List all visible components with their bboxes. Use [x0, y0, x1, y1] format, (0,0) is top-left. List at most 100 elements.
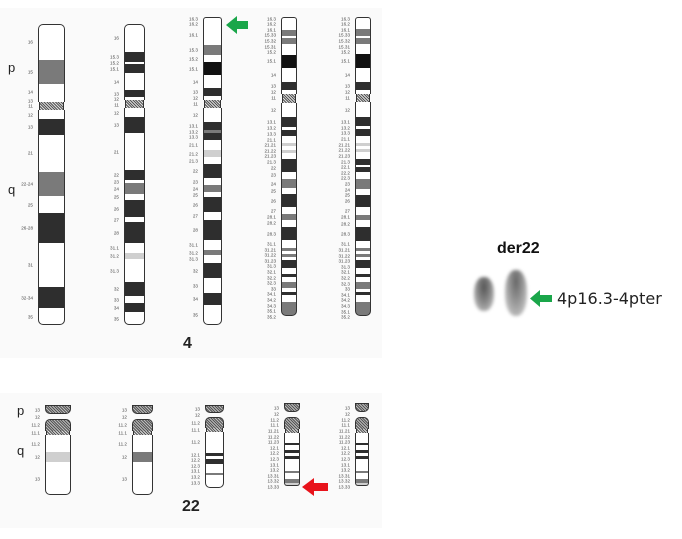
- chromosome-band: [355, 149, 371, 153]
- band-label: 14: [192, 79, 198, 84]
- band-label: 24: [192, 186, 198, 191]
- band-label: 21.1: [341, 136, 350, 142]
- band-label: 13.2: [191, 474, 200, 480]
- chromosome-band: [203, 263, 222, 278]
- band-label: 16.3: [189, 16, 198, 21]
- band-label: 34.3: [267, 303, 276, 309]
- band-label: 23: [344, 181, 350, 187]
- band-label: 31.3: [341, 264, 350, 270]
- chromosome-band: [355, 479, 369, 483]
- chromosome-band: [355, 29, 371, 36]
- chromosome-band: [132, 452, 153, 462]
- band-label: 34: [113, 305, 119, 310]
- chromosome-band: [355, 248, 371, 252]
- band-label: 13: [121, 476, 127, 481]
- chromosome-band: [355, 116, 371, 127]
- band-label: 11: [271, 95, 276, 101]
- chromosome-band: [38, 308, 65, 325]
- band-label: 12.3: [191, 463, 200, 469]
- band-label: 32.3: [341, 281, 350, 287]
- chromosome-band: [355, 179, 371, 189]
- chromosome-band: [281, 152, 297, 159]
- band-label: 21: [27, 150, 33, 156]
- band-label: 11: [114, 102, 119, 108]
- band-label: 31.1: [267, 241, 276, 247]
- band-label: 16.2: [189, 21, 198, 27]
- band-label: 15.2: [267, 49, 276, 55]
- band-label: 11.22: [338, 434, 350, 440]
- band-label: 13: [192, 89, 198, 95]
- chromosome-band: [281, 260, 297, 268]
- band-label: 15.3: [110, 54, 119, 60]
- chromosome-band: [355, 433, 369, 443]
- band-label: 26: [270, 198, 276, 204]
- chromosome-band: [356, 429, 368, 433]
- chromosome-band: [132, 405, 153, 414]
- chromosome-band: [124, 180, 145, 183]
- chromosome-band: [203, 62, 222, 75]
- band-label: 12: [27, 112, 33, 118]
- band-label: 13.3: [341, 130, 350, 136]
- green-arrow-icon: [226, 16, 248, 34]
- band-label: 15.1: [110, 66, 119, 72]
- band-label: 16.2: [267, 21, 276, 27]
- chromosome-band: [284, 445, 300, 450]
- chromosome-band: [124, 312, 145, 325]
- band-label: 11.1: [31, 430, 40, 436]
- chromosome-band: [355, 188, 371, 195]
- band-label: 32: [113, 286, 119, 292]
- band-label: 13.1: [267, 119, 276, 125]
- band-label: 21.22: [338, 147, 351, 153]
- chromosome-band: [38, 134, 65, 172]
- band-label: 12: [194, 412, 200, 418]
- chromosome-band: [203, 278, 222, 293]
- chromosome-band: [203, 220, 222, 240]
- band-label: 15.2: [341, 49, 350, 55]
- chromosome-band: [124, 303, 145, 312]
- chromosome-band: [281, 143, 297, 147]
- band-label: 31.3: [189, 256, 198, 262]
- chromosome-band: [203, 293, 222, 305]
- chromosome-band: [38, 110, 65, 120]
- band-label: 12: [273, 411, 279, 417]
- green-arrow-icon: [530, 290, 552, 307]
- band-label: 12: [270, 89, 276, 95]
- band-label: 12: [113, 110, 119, 115]
- chromosome-band: [281, 254, 297, 258]
- chromosome-band: [203, 96, 222, 100]
- chromosome-band: [355, 453, 369, 456]
- chromosome-band: [203, 150, 222, 157]
- chromosome-band: [203, 197, 222, 212]
- band-label: 14: [113, 79, 119, 84]
- band-label: 31.23: [338, 258, 351, 264]
- band-label: 21.22: [264, 148, 277, 154]
- chromosome-band: [281, 24, 297, 30]
- band-label: 13: [121, 407, 127, 412]
- band-label: 13.32: [338, 478, 351, 484]
- band-label: 32-34: [21, 295, 33, 301]
- band-label: 16.3: [267, 16, 276, 22]
- chromosome-band: [124, 282, 145, 296]
- band-label: 35.2: [341, 314, 350, 320]
- band-label: 12: [121, 454, 127, 460]
- chromosome-band: [281, 54, 297, 69]
- band-label: 11.23: [267, 439, 279, 445]
- chromosome-band: [355, 129, 371, 136]
- chromosome-band: [355, 254, 371, 258]
- chromosome-band: [205, 463, 224, 473]
- band-label: 13.2: [341, 125, 350, 131]
- band-label: 12: [192, 95, 198, 101]
- band-label: 12.3: [270, 456, 279, 462]
- band-label: 32: [192, 268, 198, 273]
- chromosome-band: [355, 172, 371, 180]
- band-label: 11.2: [191, 439, 200, 445]
- chromosome-band: [46, 431, 70, 435]
- band-label: 28: [113, 230, 119, 235]
- band-label: 12: [34, 414, 40, 419]
- band-label: 34.2: [267, 297, 276, 303]
- chromosome-band: [124, 217, 145, 222]
- band-label: 14: [270, 72, 276, 78]
- chromosome-band: [355, 277, 371, 283]
